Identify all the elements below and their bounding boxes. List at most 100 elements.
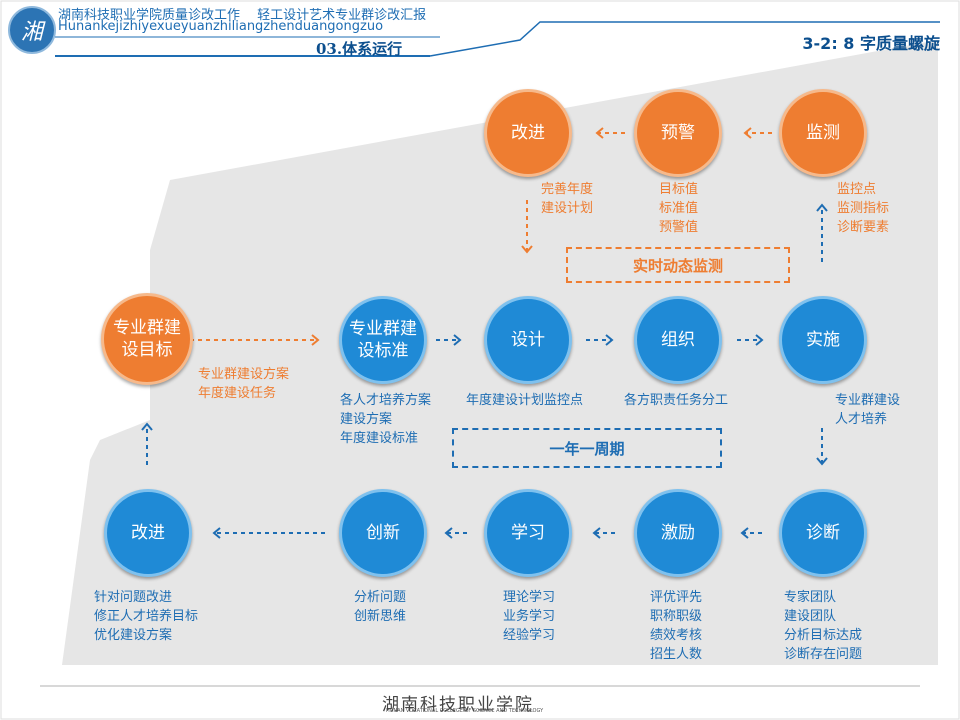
node-label: 实施	[806, 330, 840, 350]
caption-line: 专业群建设方案	[198, 367, 290, 382]
school-seal-icon: 湘	[8, 6, 56, 54]
arrowhead	[592, 527, 601, 539]
annual-cycle-label: 一年一周期	[452, 428, 722, 468]
node-label: 改进	[131, 523, 165, 543]
arrowhead	[740, 527, 749, 539]
caption-line: 完善年度	[541, 182, 594, 197]
caption-line: 监控点	[837, 182, 877, 197]
caption-line: 年度建设任务	[198, 386, 277, 401]
caption-line: 专业群建设	[835, 393, 901, 408]
caption-line: 建设计划	[541, 201, 594, 216]
arrowhead	[444, 527, 453, 539]
caption-line: 评优评先	[650, 590, 703, 605]
node-implement: 实施	[779, 296, 867, 384]
arrowhead	[816, 457, 828, 466]
page-subtitle: 3-2: 8 字质量螺旋	[802, 34, 940, 53]
realtime-monitoring-label: 实时动态监测	[566, 247, 790, 283]
node-label: 激励	[661, 523, 695, 543]
logo-glyph: 湘	[20, 20, 43, 45]
caption-line: 诊断要素	[837, 220, 890, 235]
caption-motivate: 评优评先 职称职级 绩效考核 招生人数	[650, 588, 702, 664]
caption-line: 经验学习	[503, 628, 556, 643]
caption-line: 业务学习	[503, 609, 556, 624]
caption-line: 建设方案	[340, 412, 393, 427]
caption-line: 绩效考核	[650, 628, 703, 643]
caption-line: 年度建设标准	[340, 431, 419, 446]
caption-line: 职称职级	[650, 609, 703, 624]
node-label: 学习	[511, 523, 545, 543]
caption-line: 理论学习	[503, 590, 556, 605]
caption-design: 年度建设计划监控点	[466, 391, 583, 410]
node-motivate: 激励	[634, 489, 722, 577]
caption-learn: 理论学习 业务学习 经验学习	[503, 588, 555, 645]
caption-line: 目标值	[659, 182, 699, 197]
node-innovate: 创新	[339, 489, 427, 577]
caption-line: 招生人数	[650, 647, 703, 662]
caption-line: 人才培养	[835, 412, 888, 427]
node-label: 诊断	[806, 523, 840, 543]
node-label: 专业群建设标准	[349, 319, 417, 361]
node-label: 组织	[661, 330, 695, 350]
footer-school-name: 湖南科技职业学院	[382, 695, 534, 715]
arrowhead	[521, 245, 533, 254]
node-goal: 专业群建设目标	[101, 293, 193, 385]
caption-organize: 各方职责任务分工	[624, 391, 728, 410]
arrowhead	[605, 334, 614, 346]
caption-line: 修正人才培养目标	[94, 609, 199, 624]
node-improve-top: 改进	[484, 89, 572, 177]
caption-line: 标准值	[659, 201, 699, 216]
caption-line: 分析目标达成	[784, 628, 863, 643]
node-label: 创新	[366, 523, 400, 543]
caption-warning: 目标值 标准值 预警值	[659, 180, 698, 237]
node-organize: 组织	[634, 296, 722, 384]
footer-school-english: HUNAN VOCATIONAL COLLEGE OF SCIENCE AND …	[386, 708, 544, 714]
node-improve-bottom: 改进	[104, 489, 192, 577]
arrowhead	[141, 422, 153, 431]
node-label: 预警	[661, 123, 695, 143]
section-title: 03.体系运行	[316, 40, 403, 58]
caption-line: 建设团队	[784, 609, 837, 624]
caption-line: 各人才培养方案	[340, 393, 432, 408]
arrowhead	[755, 334, 764, 346]
caption-line: 针对问题改进	[94, 590, 173, 605]
caption-line: 各方职责任务分工	[624, 393, 729, 408]
caption-line: 分析问题	[354, 590, 407, 605]
label-text: 实时动态监测	[632, 256, 723, 275]
header-banner	[0, 0, 540, 56]
node-design: 设计	[484, 296, 572, 384]
node-standard: 专业群建设标准	[339, 296, 427, 384]
caption-line: 诊断存在问题	[784, 647, 863, 662]
header-rule-right	[429, 21, 940, 57]
arrowhead	[816, 203, 828, 212]
node-label: 改进	[511, 123, 545, 143]
node-label: 监测	[806, 123, 840, 143]
caption-line: 年度建设计划监控点	[466, 393, 584, 408]
arrowhead	[453, 334, 462, 346]
caption-line: 预警值	[659, 220, 699, 235]
node-learn: 学习	[484, 489, 572, 577]
arrowhead	[595, 127, 604, 139]
header-title: 湖南科技职业学院质量诊改工作 轻工设计艺术专业群诊改汇报	[58, 8, 427, 23]
arrowhead	[311, 334, 320, 346]
node-diagnose: 诊断	[779, 489, 867, 577]
caption-implement: 专业群建设 人才培养	[835, 391, 900, 429]
caption-improve-top: 完善年度 建设计划	[541, 180, 593, 218]
caption-line: 创新思维	[354, 609, 407, 624]
caption-monitor: 监控点 监测指标 诊断要素	[837, 180, 889, 237]
caption-improve-bottom: 针对问题改进 修正人才培养目标 优化建设方案	[94, 588, 198, 645]
label-text: 一年一周期	[549, 439, 625, 458]
caption-line: 优化建设方案	[94, 628, 173, 643]
node-warning: 预警	[634, 89, 722, 177]
caption-diagnose: 专家团队 建设团队 分析目标达成 诊断存在问题	[784, 588, 862, 664]
node-monitor: 监测	[779, 89, 867, 177]
node-label: 专业群建设目标	[113, 318, 181, 360]
node-label: 设计	[511, 330, 545, 350]
caption-line: 专家团队	[784, 590, 837, 605]
arrowhead	[212, 527, 221, 539]
caption-innovate: 分析问题 创新思维	[354, 588, 406, 626]
caption-line: 监测指标	[837, 201, 890, 216]
caption-goal: 专业群建设方案 年度建设任务	[198, 365, 289, 403]
arrowhead	[743, 127, 752, 139]
caption-standard: 各人才培养方案 建设方案 年度建设标准	[340, 391, 431, 448]
